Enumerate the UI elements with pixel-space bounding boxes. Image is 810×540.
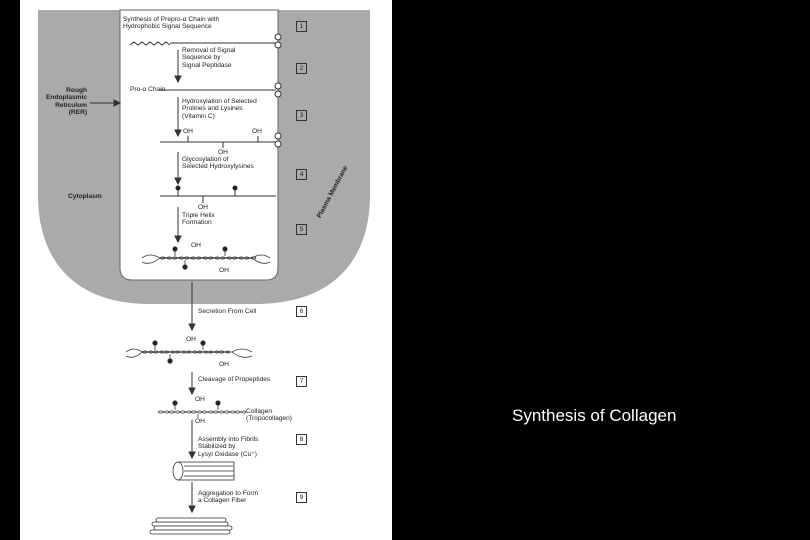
step-7-text: Cleavage of Propeptides [198,376,270,383]
slide-caption: Synthesis of Collagen [512,406,676,426]
tropocollagen [158,411,246,413]
oh-label: OH [219,267,229,274]
step-3-text: Hydroxylation of Selected Prolines and L… [182,98,257,120]
oh-label: OH [198,204,208,211]
step-8-number: 8 [296,434,307,445]
step-7-number: 7 [296,376,307,387]
step-1-number: 1 [296,21,307,32]
oh-label: OH [219,361,229,368]
collagen-fibril [173,462,234,480]
figure-title: Synthesis of Prepro-α Chain with Hydroph… [123,16,219,31]
oh-label: OH [252,128,262,135]
step-6-number: 6 [296,306,307,317]
step-5-number: 5 [296,224,307,235]
step-8-text: Assembly into Fibrils Stabilized by Lysy… [198,436,258,458]
step-2-text: Removal of Signal Sequence by Signal Pep… [182,47,236,69]
secreted-procollagen [126,349,252,357]
step-9-number: 9 [296,492,307,503]
step-4-number: 4 [296,169,307,180]
step-9-text: Aggregation to Form a Collagen Fiber [198,490,258,505]
step-5-text: Triple Helix Formation [182,212,215,227]
step-6-text: Secretion From Cell [198,308,256,315]
oh-label: OH [191,242,201,249]
step-3-number: 3 [296,110,307,121]
step-4-text: Glycosylation of Selected Hydroxylysines [182,156,254,171]
oh-label: OH [218,149,228,156]
oh-label: OH [195,396,205,403]
oh-label: OH [186,336,196,343]
rer-label: Rough Endoplasmic Reticulum (RER) [46,87,87,117]
cytoplasm-label: Cytoplasm [68,193,102,200]
collagen-synthesis-figure: Synthesis of Prepro-α Chain with Hydroph… [20,0,392,540]
collagen-fiber [150,518,232,534]
step-2-number: 2 [296,63,307,74]
figure-graphics [20,0,392,540]
pro-alpha-chain-label: Pro-α Chain [130,86,165,93]
collagen-label: Collagen (Tropocollagen) [246,408,292,423]
oh-label: OH [183,128,193,135]
oh-label: OH [195,418,205,425]
